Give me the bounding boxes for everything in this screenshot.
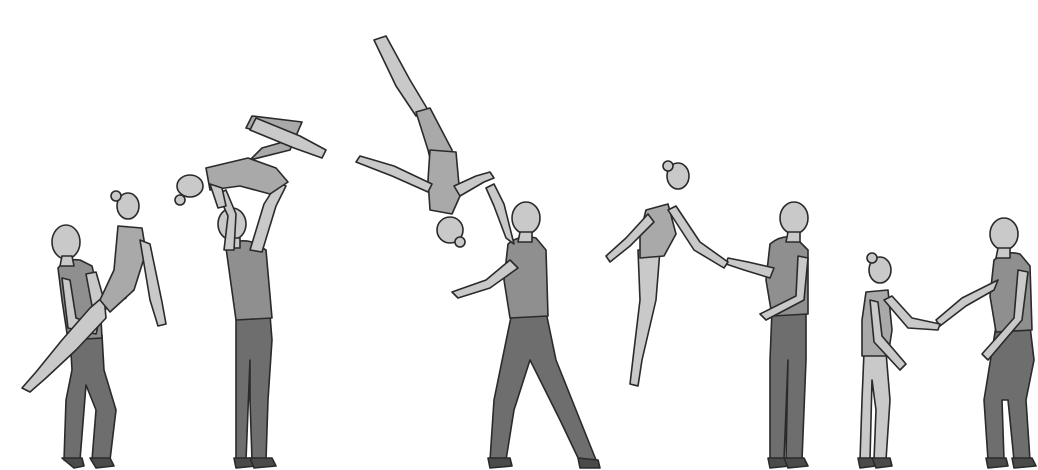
frame-5: [858, 218, 1036, 468]
frame-5-man: [936, 218, 1036, 468]
frame-2-man: [218, 182, 286, 468]
frame-4: [606, 161, 808, 468]
frame-5-woman: [858, 253, 940, 468]
frame-4-man: [726, 202, 808, 468]
frame-2-woman: [175, 116, 326, 208]
frame-3: [356, 36, 600, 468]
frame-1: [22, 191, 166, 468]
frame-2: [175, 116, 326, 468]
frame-4-woman: [606, 161, 728, 386]
frame-3-woman: [356, 36, 494, 247]
frame-3-man: [452, 184, 600, 468]
